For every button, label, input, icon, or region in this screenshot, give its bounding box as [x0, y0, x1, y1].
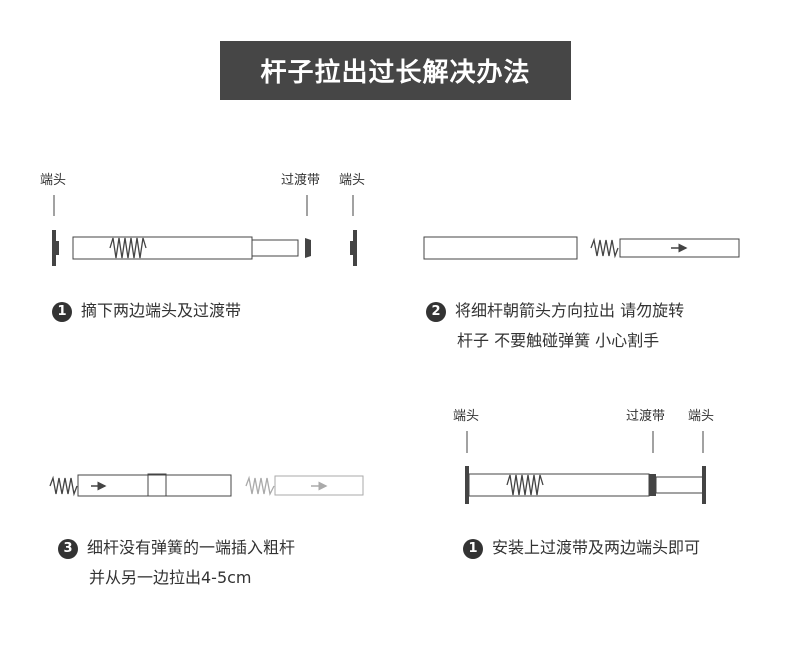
p4-end-cap-left-label: 端头: [453, 409, 480, 424]
step-2-text-line2: 杆子 不要触碰弹簧 小心割手: [457, 331, 660, 350]
p4-spring: [506, 474, 544, 496]
panel-1-diagram: [52, 195, 357, 266]
p4-end-cap-right-label: 端头: [688, 409, 715, 424]
p1-thick-rod: [72, 236, 253, 260]
p4-transition-band-label: 过渡带: [626, 409, 666, 424]
p1-end-cap-left: [52, 230, 56, 266]
p3-spring: [49, 475, 78, 497]
p2-thick-rod: [423, 236, 578, 260]
panel-3-diagram: [49, 473, 364, 497]
step-3: 3 细杆没有弹簧的一端插入粗杆 并从另一边拉出4-5cm: [58, 533, 295, 593]
p1-spring: [109, 237, 147, 259]
p1-end-cap-left-label: 端头: [40, 173, 67, 188]
panel-2-diagram: [423, 236, 740, 260]
p4-end-cap-left: [465, 466, 469, 504]
step-1-number: 1: [52, 302, 72, 322]
p1-thin-rod: [251, 239, 299, 257]
p1-transition-band: [305, 238, 311, 258]
p4-end-cap-right: [702, 466, 706, 504]
step-3-text-line2: 并从另一边拉出4-5cm: [89, 568, 252, 587]
p2-spring: [590, 237, 619, 259]
panel-4-diagram: [465, 431, 706, 504]
p1-end-cap-right-label: 端头: [339, 173, 366, 188]
p3-inner-rod-end: [147, 473, 167, 497]
p3-spring-faded: [245, 475, 275, 497]
p4-transition-band: [649, 474, 656, 496]
step-2: 2 将细杆朝箭头方向拉出 请勿旋转 杆子 不要触碰弹簧 小心割手: [426, 296, 684, 356]
step-4-text: 安装上过渡带及两边端头即可: [492, 538, 701, 557]
step-4: 1 安装上过渡带及两边端头即可: [463, 533, 700, 563]
p1-transition-band-label: 过渡带: [281, 173, 321, 188]
step-2-number: 2: [426, 302, 446, 322]
step-4-number: 1: [463, 539, 483, 559]
step-3-text-line1: 细杆没有弹簧的一端插入粗杆: [87, 538, 296, 557]
title: 杆子拉出过长解决办法: [260, 58, 531, 88]
step-3-number: 3: [58, 539, 78, 559]
title-banner: 杆子拉出过长解决办法: [220, 41, 571, 100]
step-1-text: 摘下两边端头及过渡带: [81, 301, 242, 320]
p1-end-cap-right: [353, 230, 357, 266]
p4-thick-rod: [468, 473, 650, 497]
step-2-text-line1: 将细杆朝箭头方向拉出 请勿旋转: [455, 301, 685, 320]
step-1: 1 摘下两边端头及过渡带: [52, 296, 241, 326]
p4-thin-rod: [655, 476, 704, 494]
